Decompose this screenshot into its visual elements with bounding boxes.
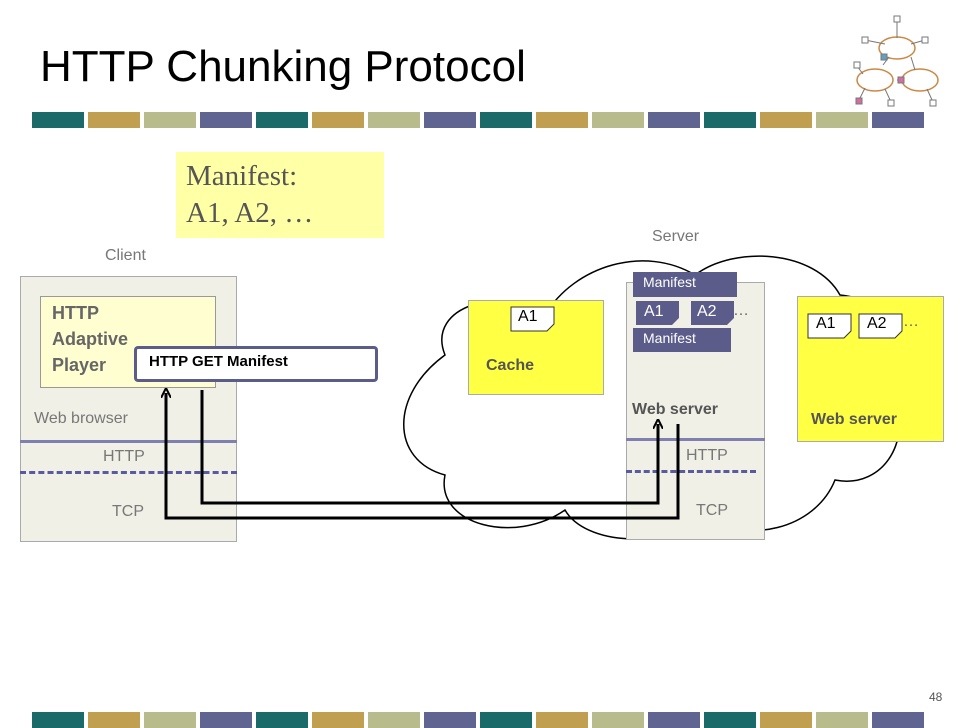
web-server-2-label: Web server: [811, 411, 897, 428]
top-stripe: [32, 112, 928, 128]
stripe-block: [368, 712, 420, 728]
stripe-block: [872, 712, 924, 728]
server-tcp-label: TCP: [696, 502, 728, 519]
stripe-block: [256, 112, 308, 128]
web-server-1-chunk2: A2: [697, 303, 717, 320]
manifest-note: Manifest: A1, A2, …: [176, 152, 384, 238]
manifest-note-line2: A1, A2, …: [186, 197, 314, 229]
stripe-block: [648, 712, 700, 728]
cache-label: Cache: [486, 357, 535, 374]
slide-title: HTTP Chunking Protocol: [40, 42, 526, 91]
stripe-block: [200, 712, 252, 728]
stripe-block: [592, 112, 644, 128]
stripe-block: [760, 112, 812, 128]
stripe-block: [32, 712, 84, 728]
stripe-block: [648, 112, 700, 128]
stripe-block: [144, 712, 196, 728]
stripe-block: [480, 112, 532, 128]
request-arrow: [200, 390, 658, 505]
web-server-2-chunk1: A1: [816, 315, 836, 332]
stripe-block: [536, 712, 588, 728]
web-browser-label: Web browser: [34, 410, 128, 427]
response-arrow: [166, 393, 680, 520]
cache-chunk-shape: [510, 306, 555, 332]
stripe-block: [816, 712, 868, 728]
server-http-divider: [626, 438, 765, 441]
stripe-block: [32, 112, 84, 128]
stripe-block: [312, 712, 364, 728]
stripe-block: [256, 712, 308, 728]
stripe-block: [704, 112, 756, 128]
client-tcp-label: TCP: [112, 503, 144, 520]
manifest-note-line1: Manifest:: [186, 160, 298, 192]
web-server-1-chunks: [636, 301, 734, 325]
http-get-manifest-label: HTTP GET Manifest: [134, 346, 378, 382]
http-get-manifest-text: HTTP GET Manifest: [149, 353, 288, 370]
stripe-block: [88, 112, 140, 128]
stripe-block: [368, 112, 420, 128]
web-server-1-label: Web server: [632, 401, 718, 418]
page-number: 48: [929, 690, 943, 704]
bottom-stripe: [32, 712, 928, 728]
player-label: HTTP Adaptive Player: [52, 303, 129, 375]
stripe-block: [424, 712, 476, 728]
manifest-top: Manifest: [633, 272, 737, 297]
stripe-block: [536, 112, 588, 128]
stripe-block: [144, 112, 196, 128]
stripe-block: [480, 712, 532, 728]
cache-chunk-label: A1: [518, 308, 538, 325]
client-http-divider: [20, 440, 237, 443]
server-http-label: HTTP: [686, 447, 728, 464]
stripe-block: [704, 712, 756, 728]
web-server-2-ellipsis: …: [903, 313, 919, 330]
stripe-block: [200, 112, 252, 128]
stripe-block: [312, 112, 364, 128]
web-server-1-chunk1: A1: [644, 303, 664, 320]
web-server-2-chunks: [807, 313, 903, 339]
stripe-block: [816, 112, 868, 128]
stripe-block: [424, 112, 476, 128]
stripe-block: [88, 712, 140, 728]
manifest-bottom: Manifest: [633, 328, 731, 352]
server-label: Server: [652, 228, 700, 245]
server-tcp-divider: [626, 470, 756, 473]
client-tcp-divider: [20, 471, 237, 474]
web-server-2-chunk2: A2: [867, 315, 887, 332]
stripe-block: [592, 712, 644, 728]
network-logo-icon: [853, 15, 939, 107]
client-http-label: HTTP: [103, 448, 145, 465]
web-server-1-ellipsis: …: [733, 302, 749, 319]
stripe-block: [872, 112, 924, 128]
stripe-block: [760, 712, 812, 728]
client-label: Client: [105, 247, 146, 264]
